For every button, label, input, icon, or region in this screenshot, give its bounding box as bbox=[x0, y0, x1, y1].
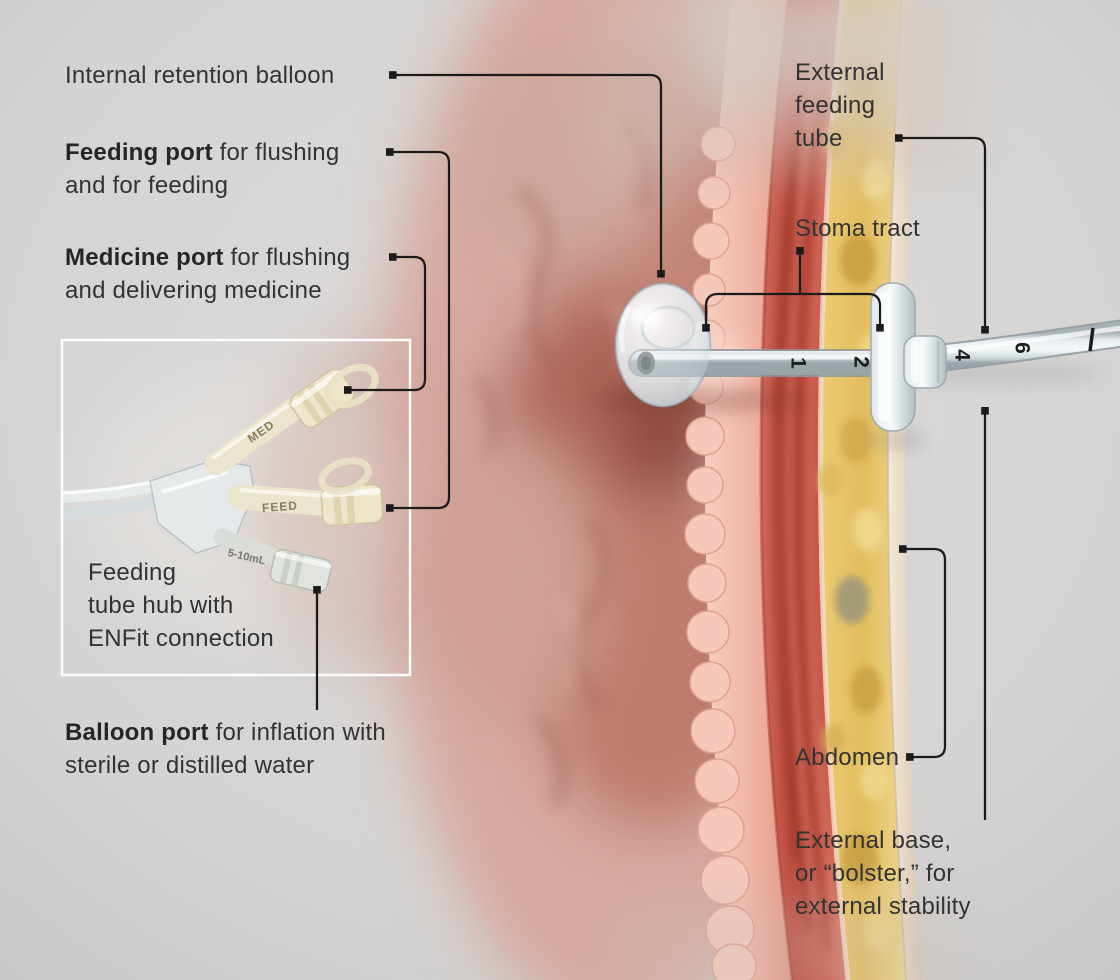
label-internal-retention-balloon: Internal retention balloon bbox=[65, 62, 335, 89]
balloon-port-bold-text: Balloon port bbox=[65, 719, 209, 746]
tube-mark-1: 1 bbox=[787, 357, 810, 369]
medicine-port-bold-text: Medicine port bbox=[65, 244, 224, 271]
label-abdomen: Abdomen bbox=[795, 744, 900, 771]
feeding-port-bold-text: Feeding port bbox=[65, 139, 213, 166]
tube-tick bbox=[1088, 327, 1095, 352]
label-feeding-port: Feeding port for flushing and for feedin… bbox=[65, 136, 339, 202]
feed-port-label: FEED bbox=[262, 499, 299, 515]
leader-external-tube bbox=[901, 136, 987, 328]
med-cap-loop bbox=[325, 363, 379, 409]
balloon-front-highlight bbox=[616, 284, 710, 406]
label-medicine-port: Medicine port for flushing and deliverin… bbox=[65, 241, 350, 307]
feeding-port: FEED bbox=[227, 457, 384, 527]
leader-endpoints bbox=[313, 71, 989, 761]
leader-feeding-port bbox=[392, 150, 451, 510]
tube-mark-4: 4 bbox=[951, 349, 974, 361]
bolster-shadow bbox=[872, 430, 924, 450]
balloon-port-rest-text: for inflation with sterile or distilled … bbox=[65, 719, 386, 779]
label-feeding-tube-hub: Feeding tube hub with ENFit connection bbox=[88, 559, 274, 652]
tube-mark-6: 6 bbox=[1011, 342, 1034, 354]
tube-mark-2: 2 bbox=[850, 356, 873, 368]
medicine-port-rest-text: for flushing and delivering medicine bbox=[65, 244, 351, 304]
leader-medicine-port bbox=[350, 255, 427, 392]
balloon-port: 5-10mL bbox=[213, 528, 332, 593]
skin-layer bbox=[887, 0, 922, 980]
inset-photo: MED FEED 5-10mL bbox=[61, 330, 500, 670]
label-balloon-port: Balloon port for inflation with sterile … bbox=[65, 716, 386, 782]
hub-inlet-tube bbox=[61, 480, 156, 503]
feed-cap-loop bbox=[318, 457, 372, 495]
label-stoma-tract: Stoma tract bbox=[795, 215, 920, 242]
label-external-feeding-tube: External feeding tube bbox=[795, 59, 885, 152]
label-external-base: External base, or “bolster,” for externa… bbox=[795, 827, 971, 920]
external-base-bolster bbox=[870, 282, 947, 432]
feeding-port-rest-text: for flushing and for feeding bbox=[65, 139, 340, 199]
leader-internal-balloon bbox=[395, 73, 663, 272]
leader-stoma-bracket bbox=[704, 292, 882, 326]
tube-markings: 1 2 4 6 bbox=[787, 327, 1095, 369]
tube-shadow-inner bbox=[590, 388, 810, 412]
leader-lines bbox=[315, 73, 987, 820]
leader-abdomen bbox=[906, 547, 947, 759]
